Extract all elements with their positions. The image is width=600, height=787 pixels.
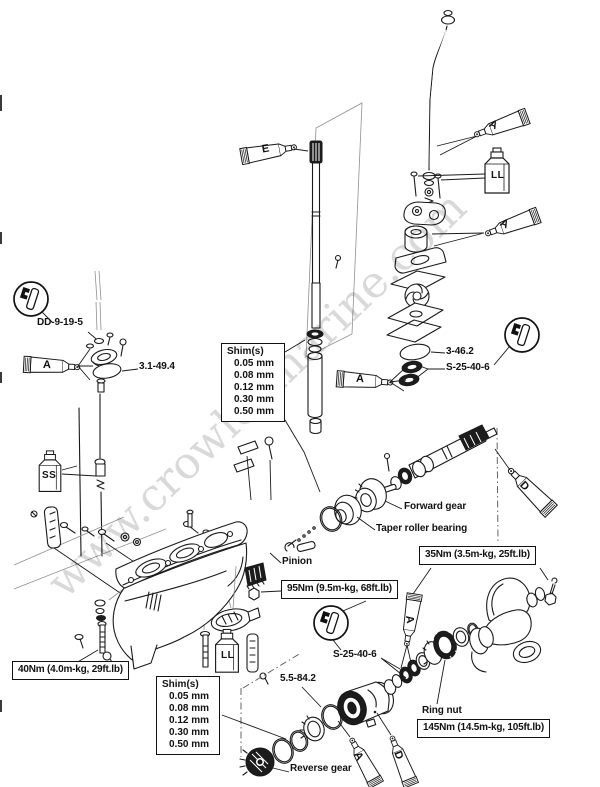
sealant-tube-d-icon bbox=[384, 732, 419, 787]
label-reverse-gear: Reverse gear bbox=[290, 763, 352, 774]
label-taper-roller-bearing: Taper roller bearing bbox=[376, 523, 468, 534]
torque-callout-95nm-text: 95Nm (9.5m-kg, 68ft.lb) bbox=[287, 583, 392, 594]
label-dd-9-19-5: DD-9-19-5 bbox=[37, 317, 83, 328]
sealant-tube-a-icon bbox=[482, 206, 542, 243]
pinion-gear-cluster bbox=[244, 540, 316, 601]
label-ring-nut: Ring nut bbox=[422, 705, 462, 716]
shift-rod-lower-assembly bbox=[13, 270, 210, 602]
intake-grate-cluster bbox=[199, 565, 269, 685]
label-forward-gear: Forward gear bbox=[404, 501, 467, 512]
shim-value: 0.08 mm bbox=[234, 370, 275, 381]
shim-value: 0.12 mm bbox=[234, 382, 275, 393]
torque-callout-145nm-text: 145Nm (14.5m-kg, 105ft.lb) bbox=[423, 722, 544, 733]
shim-box-lower-title: Shim(s) bbox=[162, 679, 199, 690]
torque-callout-145nm: 145Nm (14.5m-kg, 105ft.lb) bbox=[417, 719, 550, 738]
torque-callout-95nm: 95Nm (9.5m-kg, 68ft.lb) bbox=[281, 580, 398, 599]
shim-value: 0.30 mm bbox=[169, 727, 210, 738]
driveshaft-assembly bbox=[233, 102, 407, 501]
shim-value: 0.08 mm bbox=[169, 703, 210, 714]
shim-box-upper-title: Shim(s) bbox=[227, 346, 264, 357]
label-3-46-2: 3-46.2 bbox=[446, 346, 474, 357]
sealant-tube-a-icon bbox=[22, 355, 81, 376]
sealant-tube-a-icon bbox=[344, 734, 384, 787]
shim-box-upper: Shim(s) 0.05 mm 0.08 mm 0.12 mm 0.30 mm … bbox=[221, 343, 285, 422]
torque-callout-35nm: 35Nm (3.5m-kg, 25ft.lb) bbox=[419, 546, 536, 565]
label-pinion: Pinion bbox=[282, 556, 312, 567]
shim-value: 0.30 mm bbox=[234, 394, 275, 405]
shim-value: 0.05 mm bbox=[234, 358, 275, 369]
shift-rod-water-pump-assembly bbox=[386, 9, 542, 387]
label-s-25-40-6-upper: S-25-40-6 bbox=[446, 362, 490, 373]
bottle-ss-letters: SS bbox=[42, 470, 57, 481]
sealant-tube-a-icon bbox=[471, 107, 531, 144]
shim-value: 0.05 mm bbox=[169, 691, 210, 702]
shim-value: 0.50 mm bbox=[169, 739, 210, 750]
tube-a-letter: A bbox=[355, 372, 365, 386]
scan-edge-marks bbox=[0, 95, 2, 712]
propeller-shaft-assembly bbox=[287, 424, 558, 547]
torque-callout-40nm-text: 40Nm (4.0m-kg, 29ft.lb) bbox=[18, 664, 123, 675]
special-tool-icon bbox=[504, 317, 540, 353]
sealant-tube-d-icon bbox=[502, 462, 558, 518]
shim-value: 0.50 mm bbox=[234, 406, 275, 417]
mount-bolt-hardware bbox=[74, 599, 115, 666]
tube-a-letter: A bbox=[42, 358, 52, 372]
torque-callout-35nm-text: 35Nm (3.5m-kg, 25ft.lb) bbox=[425, 549, 530, 560]
label-s-25-40-6-lower: S-25-40-6 bbox=[333, 649, 377, 660]
sealant-tube-a-icon bbox=[335, 370, 394, 392]
label-5-5-84-2: 5.5-84.2 bbox=[280, 673, 316, 684]
bearing-carrier-propeller-assembly bbox=[221, 567, 558, 787]
bottle-ll-letters: LL bbox=[491, 170, 505, 181]
torque-callout-40nm: 40Nm (4.0m-kg, 29ft.lb) bbox=[12, 661, 129, 680]
bottle-ll-letters: LL bbox=[221, 650, 235, 661]
shim-value: 0.12 mm bbox=[169, 715, 210, 726]
special-tool-icon bbox=[313, 605, 349, 641]
label-3-1-49-4: 3.1-49.4 bbox=[139, 361, 175, 372]
shim-box-lower: Shim(s) 0.05 mm 0.08 mm 0.12 mm 0.30 mm … bbox=[156, 676, 220, 755]
special-tool-icon bbox=[13, 281, 49, 317]
tube-a-letter: A bbox=[403, 614, 416, 625]
gearcase-housing bbox=[108, 509, 248, 670]
